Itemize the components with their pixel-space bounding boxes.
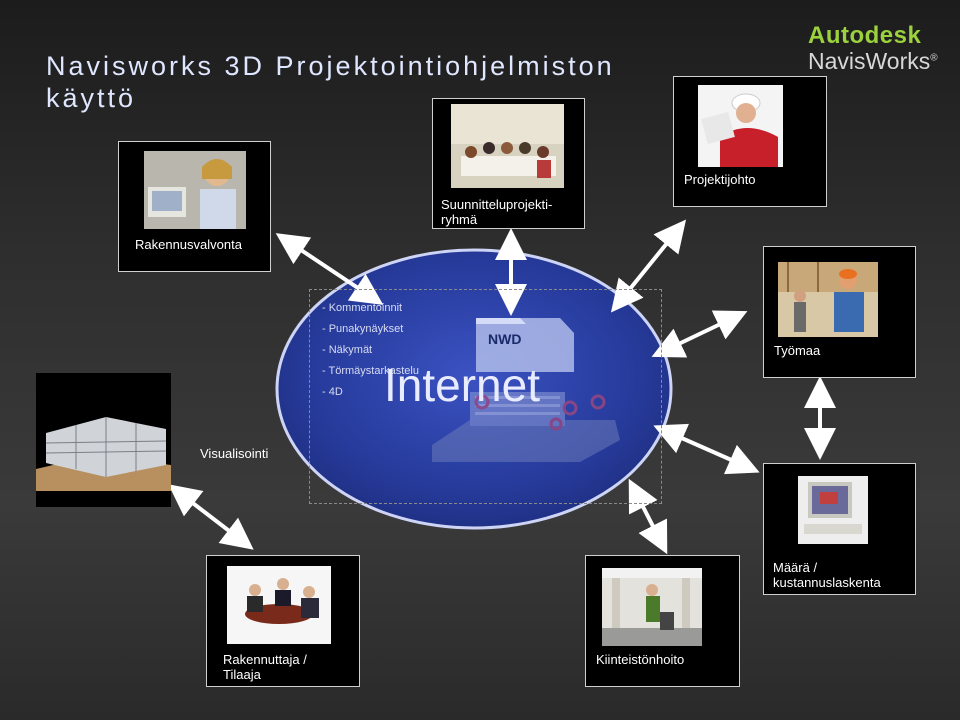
label-visualisointi: Visualisointi <box>200 446 269 461</box>
card-projektijohto: Projektijohto <box>673 76 827 207</box>
design-team-photo-icon <box>451 104 564 188</box>
logo-product-name: NavisWorks <box>808 48 931 74</box>
label-rakennusvalvonta: Rakennusvalvonta <box>135 237 242 252</box>
label-maara: Määrä / kustannuslaskenta <box>773 560 881 590</box>
arrow-projektijohto <box>610 219 687 313</box>
logo-product: NavisWorks® <box>808 48 938 75</box>
building-render-icon <box>36 373 171 507</box>
arrow-kiinteisto <box>628 478 668 555</box>
computer-photo-icon <box>798 476 868 544</box>
autodesk-logo: Autodesk NavisWorks® <box>808 22 938 75</box>
card-rakennuttaja: Rakennuttaja / Tilaaja <box>206 555 360 687</box>
manager-photo-icon <box>698 85 783 167</box>
logo-trademark: ® <box>930 52 938 64</box>
card-tyomaa: Työmaa <box>763 246 916 378</box>
card-visualisointi <box>36 373 171 507</box>
building-model-icon <box>432 392 620 462</box>
card-maara: Määrä / kustannuslaskenta <box>763 463 916 595</box>
maintenance-photo-icon <box>602 568 702 646</box>
label-rakennuttaja: Rakennuttaja / Tilaaja <box>223 652 307 682</box>
meeting-photo-icon <box>227 566 331 644</box>
content-frame <box>309 289 662 504</box>
card-kiinteisto: Kiinteistönhoito <box>585 555 740 687</box>
arrow-rakennuttaja <box>168 484 254 550</box>
construction-site-photo-icon <box>778 262 878 337</box>
title-text: Navisworks 3D Projektointiohjelmiston kä… <box>46 51 615 113</box>
list-item: - Näkymät <box>322 344 373 356</box>
label-projektijohto: Projektijohto <box>684 172 756 187</box>
inspector-photo-icon <box>144 151 246 229</box>
list-item: - Punakynäykset <box>322 323 404 335</box>
nwd-label: NWD <box>488 331 522 347</box>
label-tyomaa: Työmaa <box>774 343 821 358</box>
feature-list: - Kommentoinnit - Punakynäykset - Näkymä… <box>322 298 419 403</box>
arrow-maara <box>653 423 760 475</box>
list-item: - 4D <box>322 386 343 398</box>
card-suunnittelu: Suunnitteluprojekti- ryhmä <box>432 98 585 229</box>
page-title: Navisworks 3D Projektointiohjelmiston kä… <box>46 50 666 114</box>
card-rakennusvalvonta: Rakennusvalvonta <box>118 141 271 272</box>
internet-label: Internet <box>384 359 540 411</box>
arrow-tyomaa <box>651 310 748 358</box>
arrow-rakennusvalvonta <box>275 233 384 305</box>
label-kiinteisto: Kiinteistönhoito <box>596 652 685 667</box>
logo-brand: Autodesk <box>808 22 922 49</box>
nwd-folder-icon <box>476 318 574 372</box>
list-item: - Kommentoinnit <box>322 302 403 314</box>
label-suunnittelu: Suunnitteluprojekti- ryhmä <box>441 197 553 227</box>
list-item: - Törmäystarkastelu <box>322 365 419 377</box>
